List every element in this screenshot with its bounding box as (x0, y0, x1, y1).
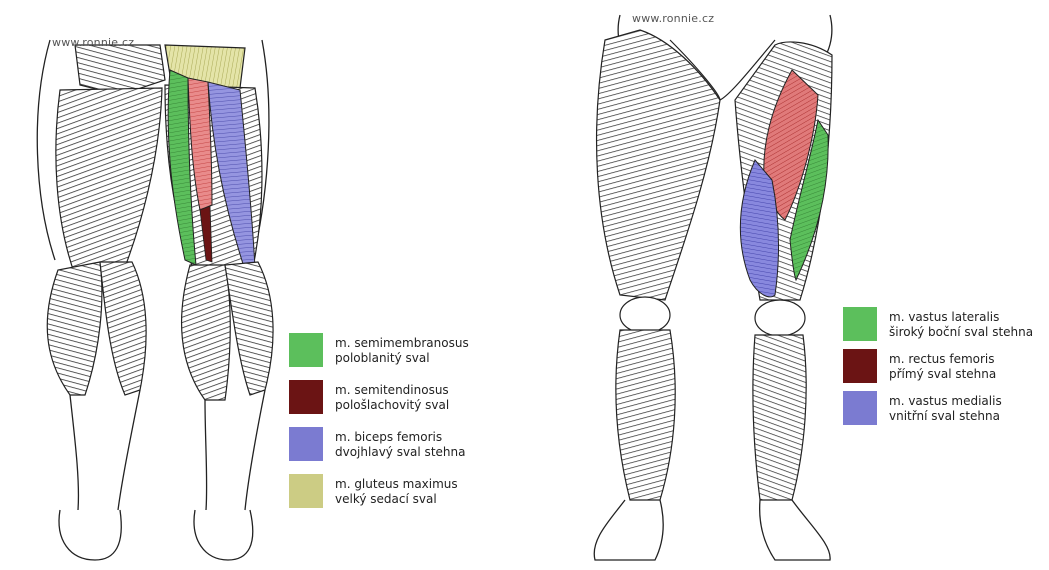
left-knee (620, 297, 670, 333)
legend-latin-name: m. semitendinosus (335, 383, 449, 398)
legend-item-biceps-femoris: m. biceps femoris dvojhlavý sval stehna (289, 427, 529, 467)
right-foot (760, 500, 830, 560)
legend-item-semimembranosus: m. semimembranosus poloblanitý sval (289, 333, 529, 373)
legend-swatch-yellow (289, 474, 323, 508)
anterior-leg-panel: www.ronnie.cz m. vastus lateralis široký… (560, 0, 1049, 570)
legend-czech-name: poloblanitý sval (335, 351, 469, 366)
legend-swatch-green (289, 333, 323, 367)
watermark: www.ronnie.cz (52, 36, 134, 49)
legend-czech-name: pološlachovitý sval (335, 398, 449, 413)
legend-swatch-blue (289, 427, 323, 461)
right-calf-medial (182, 265, 231, 400)
legend-czech-name: široký boční sval stehna (889, 325, 1033, 340)
legend-czech-name: vnitřní sval stehna (889, 409, 1002, 424)
legend-czech-name: dvojhlavý sval stehna (335, 445, 465, 460)
left-calf-lateral (47, 262, 102, 395)
legend-item-semitendinosus: m. semitendinosus pološlachovitý sval (289, 380, 529, 420)
legend-czech-name: přímý sval stehna (889, 367, 996, 382)
right-knee (755, 300, 805, 336)
legend-latin-name: m. gluteus maximus (335, 477, 458, 492)
legend-latin-name: m. rectus femoris (889, 352, 996, 367)
legend-latin-name: m. vastus medialis (889, 394, 1002, 409)
left-foot (594, 500, 663, 560)
left-calf-medial (100, 262, 146, 395)
left-gluteus (75, 45, 165, 95)
left-shin (616, 330, 675, 500)
legend-item-gluteus-maximus: m. gluteus maximus velký sedací sval (289, 474, 529, 514)
right-shin (753, 335, 806, 500)
watermark: www.ronnie.cz (632, 12, 714, 25)
legend-latin-name: m. vastus lateralis (889, 310, 1033, 325)
legend-swatch-blue (843, 391, 877, 425)
right-calf-lateral (225, 262, 273, 395)
legend-czech-name: velký sedací sval (335, 492, 458, 507)
legend-latin-name: m. semimembranosus (335, 336, 469, 351)
left-thigh (56, 88, 162, 280)
legend-swatch-green (843, 307, 877, 341)
posterior-leg-panel: www.ronnie.cz m. semimembranosus polobla… (0, 0, 520, 570)
legend-swatch-dark-red (843, 349, 877, 383)
anterior-leg-illustration (560, 0, 1049, 570)
legend-item-rectus-femoris: m. rectus femoris přímý sval stehna (843, 349, 1049, 389)
legend-swatch-dark-red (289, 380, 323, 414)
legend-item-vastus-lateralis: m. vastus lateralis široký boční sval st… (843, 307, 1049, 347)
left-thigh (597, 30, 720, 300)
legend-item-vastus-medialis: m. vastus medialis vnitřní sval stehna (843, 391, 1049, 431)
legend-latin-name: m. biceps femoris (335, 430, 465, 445)
